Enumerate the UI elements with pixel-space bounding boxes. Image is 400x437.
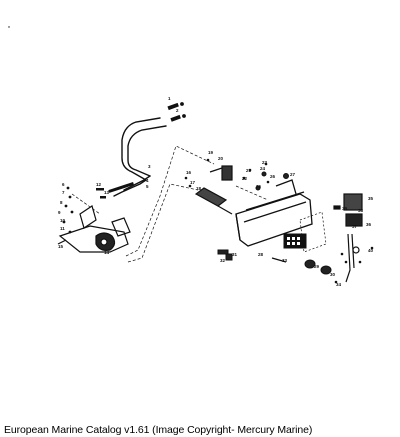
part-number-label: 17 — [190, 180, 196, 185]
part-number-label: 24 — [260, 166, 266, 171]
part-number-label: 25 — [256, 184, 262, 189]
part-number-label: 16 — [186, 170, 192, 175]
part-number-label: 22 — [242, 176, 248, 181]
part-number-label: 4 — [146, 178, 149, 183]
small-hardware — [184, 158, 374, 284]
part-number-label: 12 — [96, 182, 102, 187]
exploded-parts-diagram: 1234567891011121314151617181920212223242… — [8, 26, 374, 287]
part-number-label: 36 — [366, 222, 372, 227]
routing-lines — [71, 145, 269, 263]
terminal-block — [283, 233, 307, 249]
bracket-hardware — [62, 186, 106, 234]
housing-box — [235, 179, 313, 247]
part-number-label: 20 — [218, 156, 224, 161]
cable-assembly — [108, 117, 167, 197]
part-number-label: 8 — [60, 200, 63, 205]
catalog-caption: European Marine Catalog v1.61 (Image Cop… — [4, 424, 313, 436]
part-number-label: 13 — [104, 190, 110, 195]
top-hardware — [167, 102, 186, 122]
part-number-label: 30 — [330, 272, 336, 277]
part-number-label: 38 — [358, 208, 364, 213]
part-number-label: 35 — [368, 196, 374, 201]
part-number-label: 32 — [220, 258, 226, 263]
lower-fittings — [217, 171, 332, 275]
part-number-label: 6 — [62, 182, 65, 187]
part-labels: 1234567891011121314151617181920212223242… — [58, 96, 374, 287]
part-number-label: 18 — [196, 186, 202, 191]
part-number-label: 28 — [258, 252, 264, 257]
part-number-label: 19 — [208, 150, 214, 155]
part-number-label: 23 — [262, 160, 268, 165]
part-number-label: 34 — [336, 282, 342, 287]
actuator-cylinder — [194, 165, 233, 215]
part-number-label: 27 — [290, 172, 296, 177]
part-number-label: 7 — [62, 190, 65, 195]
part-number-label: 29 — [314, 264, 320, 269]
part-number-label: 40 — [368, 248, 374, 253]
cover-panel — [299, 211, 327, 253]
part-number-label: 26 — [270, 174, 276, 179]
part-number-label: 21 — [246, 168, 252, 173]
part-number-label: 15 — [58, 244, 64, 249]
stray-dot — [8, 26, 10, 28]
relay-components — [333, 193, 363, 283]
part-number-label: 33 — [282, 258, 288, 263]
part-number-label: 31 — [232, 252, 238, 257]
part-number-label: 14 — [104, 250, 110, 255]
control-bracket-assembly — [57, 205, 131, 253]
part-number-label: 37 — [352, 224, 358, 229]
part-number-label: 9 — [58, 210, 61, 215]
part-number-label: 5 — [146, 184, 149, 189]
part-number-label: 11 — [60, 226, 65, 231]
part-number-label: 1 — [168, 96, 171, 101]
part-number-label: 3 — [148, 164, 151, 169]
part-number-label: 2 — [176, 108, 179, 113]
part-number-label: 10 — [60, 218, 66, 223]
part-number-label: 39 — [342, 206, 348, 211]
